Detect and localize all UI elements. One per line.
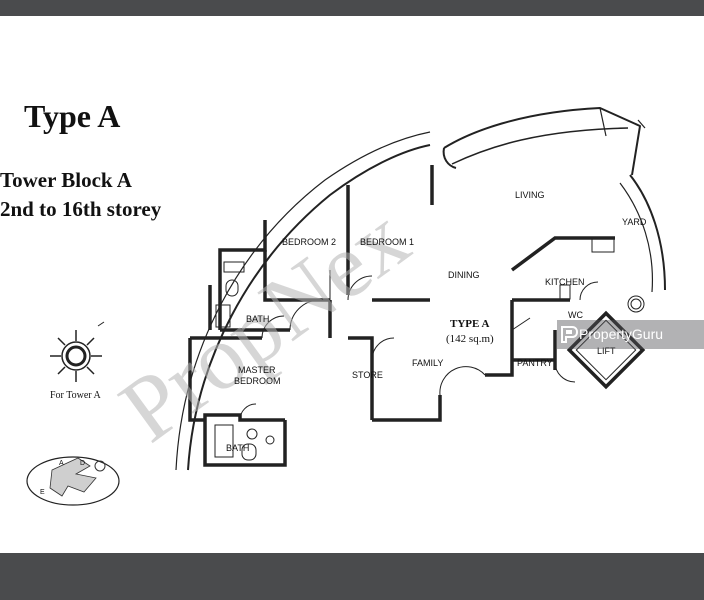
lift-shaft <box>566 310 646 390</box>
key-plan-letter-a: A <box>59 460 64 467</box>
room-label-lift: LIFT <box>597 346 616 356</box>
top-frame-bar <box>0 0 704 16</box>
key-plan-letter-e: E <box>40 489 45 496</box>
tower-block-label: Tower Block A <box>0 168 132 192</box>
room-label-master-bedroom-line1: MASTER <box>238 365 276 375</box>
compass-rose-icon <box>50 321 105 382</box>
room-label-wc: WC <box>568 310 583 320</box>
unit-area-label: (142 sq.m) <box>446 333 494 345</box>
storey-range-label: 2nd to 16th storey <box>0 197 162 221</box>
key-plan-map: A D E <box>26 456 120 506</box>
room-label-master-bedroom-line2: BEDROOM <box>234 376 281 386</box>
room-label-kitchen: KITCHEN <box>545 277 585 287</box>
compass-caption: For Tower A <box>50 390 101 401</box>
room-label-yard: YARD <box>622 217 647 227</box>
propertyguru-logo-icon <box>561 326 578 343</box>
bottom-frame-bar <box>0 553 704 600</box>
room-label-family: FAMILY <box>412 358 443 368</box>
room-label-bedroom-1: BEDROOM 1 <box>360 237 414 247</box>
unit-type-label: TYPE A <box>450 318 489 330</box>
room-label-bedroom-2: BEDROOM 2 <box>282 237 336 247</box>
fixtures <box>214 237 645 461</box>
floorplan-type-title: Type A <box>24 98 121 134</box>
room-label-store: STORE <box>352 370 383 380</box>
room-label-living: LIVING <box>515 190 545 200</box>
room-label-bath-lower: BATH <box>226 443 249 453</box>
room-label-dining: DINING <box>448 270 480 280</box>
key-plan-letter-d: D <box>80 460 85 467</box>
door-swings <box>239 270 599 421</box>
propertyguru-badge-text: PropertyGuru <box>579 326 664 342</box>
room-label-bath-upper: BATH <box>246 314 269 324</box>
room-label-pantry: PANTRY <box>517 358 553 368</box>
propertyguru-badge: PropertyGuru <box>557 320 704 349</box>
